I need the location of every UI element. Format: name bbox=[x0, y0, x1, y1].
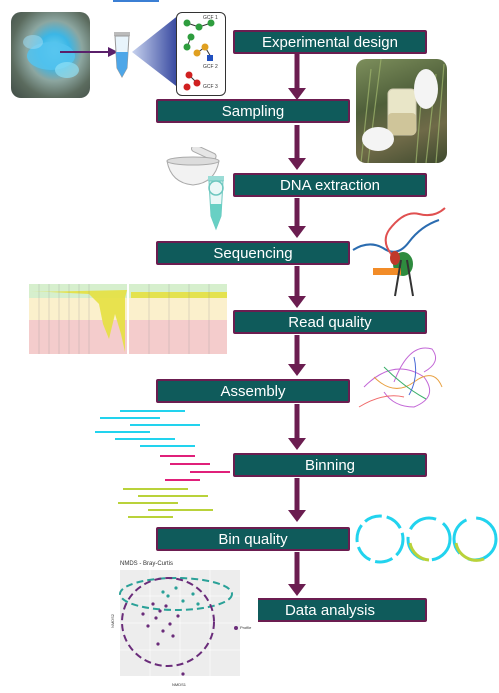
bin-quality-rings bbox=[355, 514, 498, 564]
step-experimental-design: Experimental design bbox=[233, 30, 427, 54]
gcf-label-1: GCF 1 bbox=[203, 15, 218, 21]
step-assembly: Assembly bbox=[156, 379, 350, 403]
gcf-diagram: GCF 1 GCF 2 GCF 3 bbox=[176, 12, 226, 96]
assembly-graph bbox=[358, 347, 443, 408]
extraction-tube-icon bbox=[208, 176, 224, 231]
read-quality-charts bbox=[29, 284, 227, 354]
gcf-label-2: GCF 2 bbox=[203, 64, 218, 70]
step-sampling: Sampling bbox=[156, 99, 350, 123]
tube-icon bbox=[114, 32, 130, 79]
nmds-legend: Profile bbox=[234, 625, 251, 630]
step-read-quality: Read quality bbox=[233, 310, 427, 334]
lake-to-tube-arrow bbox=[60, 47, 118, 57]
nmds-xlabel: NMDS1 bbox=[172, 682, 187, 687]
gcf-label-3: GCF 3 bbox=[203, 84, 218, 90]
legend-marker-icon bbox=[234, 625, 238, 630]
contig-lines-magenta bbox=[160, 455, 230, 481]
nmds-plot: NMDS - Bray-Curtis NMDS1 NMDS2 bbox=[108, 556, 258, 688]
lake-photo bbox=[11, 12, 90, 98]
nmds-title: NMDS - Bray-Curtis bbox=[120, 561, 173, 567]
step-sequencing: Sequencing bbox=[156, 241, 350, 265]
contig-lines-cyan bbox=[95, 410, 200, 447]
sampling-photo bbox=[356, 59, 447, 163]
top-decoration bbox=[113, 0, 159, 2]
nmds-legend-label: Profile bbox=[240, 625, 252, 630]
contig-lines-yellowgreen bbox=[118, 488, 213, 518]
step-dna-extraction: DNA extraction bbox=[233, 173, 427, 197]
step-bin-quality: Bin quality bbox=[156, 527, 350, 551]
step-data-analysis: Data analysis bbox=[233, 598, 427, 622]
sequencing-illustration bbox=[352, 207, 446, 297]
funnel-shape bbox=[132, 14, 180, 89]
nmds-ylabel: NMDS2 bbox=[110, 613, 115, 628]
step-binning: Binning bbox=[233, 453, 427, 477]
